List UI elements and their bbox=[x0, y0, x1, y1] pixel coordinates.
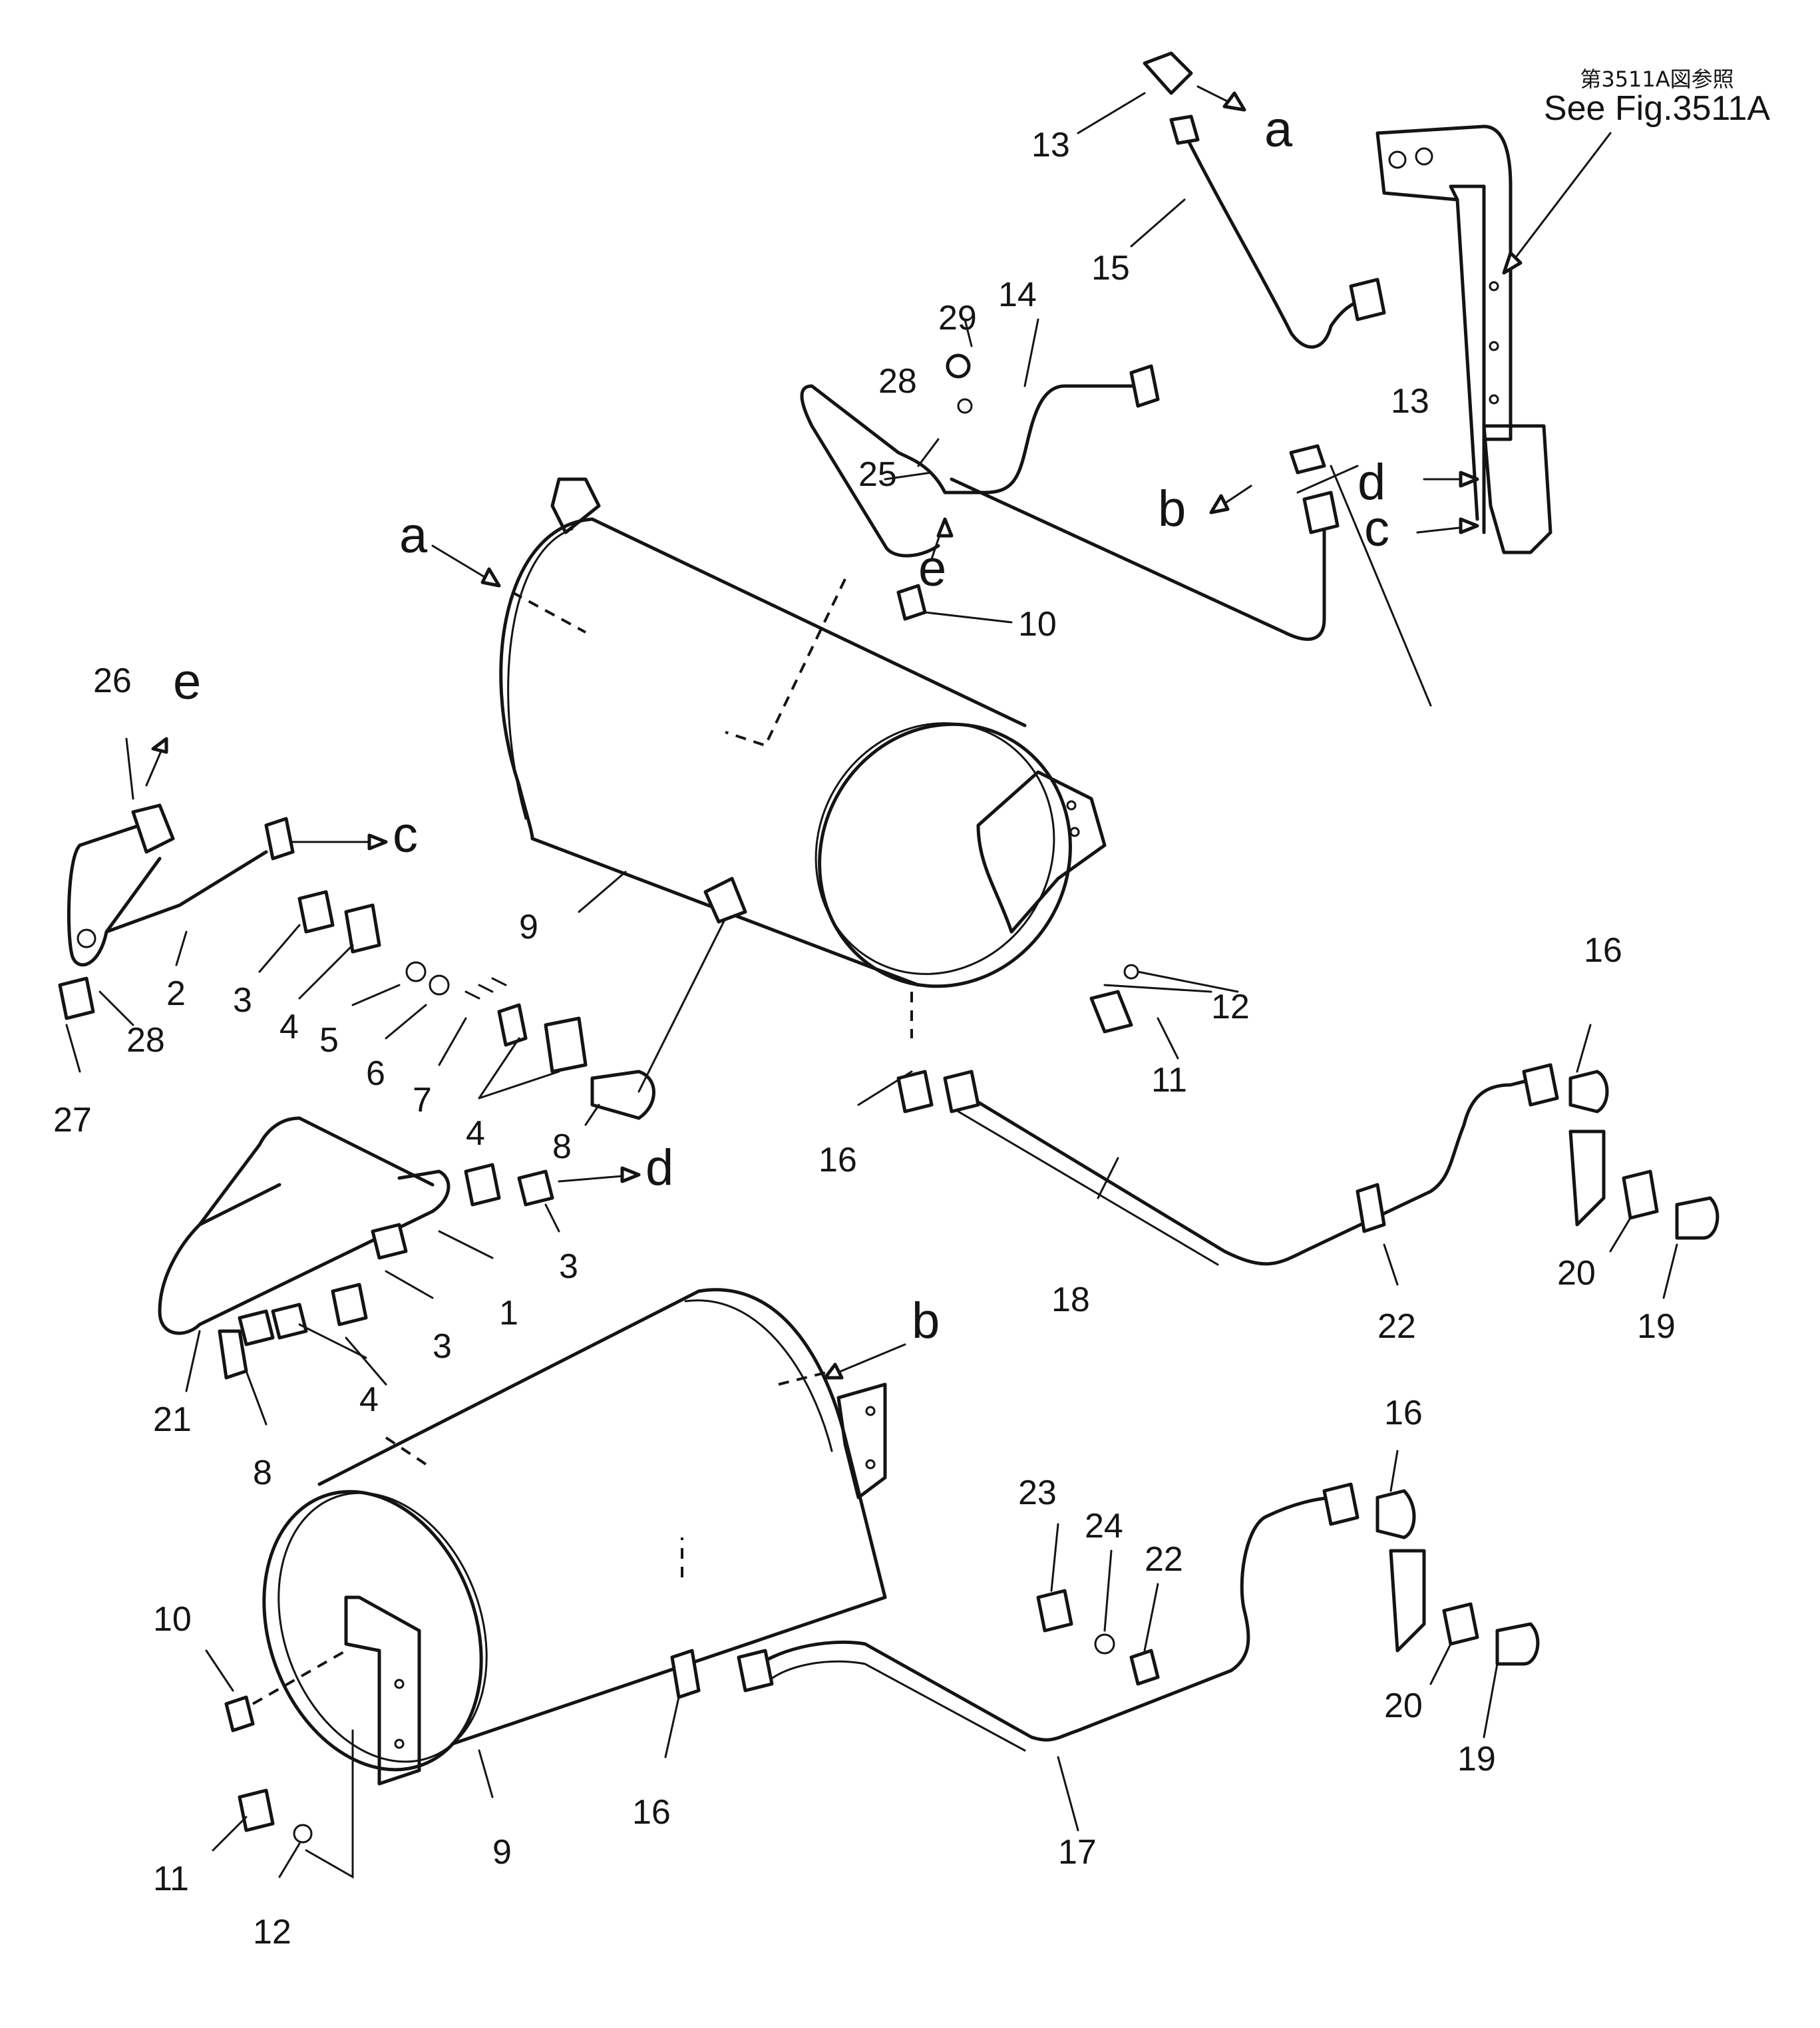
pipes bbox=[67, 131, 1539, 1752]
callout-18: 18 bbox=[1051, 1281, 1090, 1319]
callout-16: 16 bbox=[819, 1141, 857, 1179]
callout-17: 17 bbox=[1058, 1833, 1097, 1872]
callout-3: 3 bbox=[233, 981, 252, 1020]
connection-letter-e: e bbox=[173, 654, 201, 710]
lower-air-tank bbox=[252, 1288, 887, 1786]
callout-6: 6 bbox=[366, 1054, 385, 1093]
callout-1: 1 bbox=[499, 1294, 518, 1332]
connection-letter-d: d bbox=[645, 1139, 673, 1196]
connection-letter-a: a bbox=[399, 507, 428, 564]
callout-5: 5 bbox=[319, 1021, 339, 1060]
callout-16: 16 bbox=[1584, 931, 1622, 970]
callout-29: 29 bbox=[938, 299, 977, 337]
callout-25: 25 bbox=[858, 455, 897, 494]
callout-28: 28 bbox=[126, 1021, 165, 1060]
callout-22: 22 bbox=[1377, 1307, 1416, 1346]
callout-12: 12 bbox=[253, 1913, 291, 1951]
callout-14: 14 bbox=[998, 276, 1037, 314]
connection-letter-b: b bbox=[1158, 481, 1186, 537]
callout-26: 26 bbox=[93, 662, 132, 700]
callout-8: 8 bbox=[253, 1454, 272, 1492]
connection-letter-b: b bbox=[912, 1293, 940, 1349]
callout-9: 9 bbox=[492, 1833, 512, 1872]
reference-note: 第3511A図参照 See Fig.3511A bbox=[1544, 67, 1770, 128]
callout-4: 4 bbox=[279, 1008, 299, 1046]
fittings bbox=[58, 51, 1720, 1844]
leader-lines bbox=[65, 85, 1678, 1879]
callout-20: 20 bbox=[1384, 1687, 1423, 1725]
callout-9: 9 bbox=[519, 908, 538, 946]
callout-10: 10 bbox=[1018, 605, 1057, 644]
callout-11: 11 bbox=[153, 1860, 189, 1898]
callout-28: 28 bbox=[878, 362, 917, 401]
callout-23: 23 bbox=[1018, 1474, 1057, 1512]
connection-letter-c: c bbox=[393, 807, 418, 863]
callout-20: 20 bbox=[1557, 1254, 1596, 1293]
callout-11: 11 bbox=[1151, 1061, 1187, 1100]
callout-7: 7 bbox=[413, 1081, 432, 1119]
connection-letters: a a b b c c d d e e bbox=[173, 101, 1389, 1349]
callout-8: 8 bbox=[552, 1127, 572, 1166]
callout-4: 4 bbox=[359, 1380, 379, 1419]
connection-letter-a: a bbox=[1264, 101, 1293, 158]
callout-16: 16 bbox=[632, 1793, 671, 1832]
callout-10: 10 bbox=[153, 1600, 192, 1639]
callout-2: 2 bbox=[166, 974, 186, 1013]
mounting-bracket bbox=[1375, 124, 1552, 554]
reference-note-en: See Fig.3511A bbox=[1544, 89, 1770, 128]
callout-16: 16 bbox=[1384, 1394, 1423, 1432]
upper-air-tank bbox=[499, 477, 1107, 1038]
callout-3: 3 bbox=[433, 1327, 452, 1366]
callout-13: 13 bbox=[1391, 382, 1429, 421]
callout-3: 3 bbox=[559, 1247, 578, 1286]
connection-letter-d: d bbox=[1358, 454, 1385, 510]
callout-13: 13 bbox=[1031, 126, 1070, 164]
callout-21: 21 bbox=[153, 1400, 192, 1439]
part-callouts: 13 15 14 29 28 25 13 10 26 9 2 3 4 5 28 … bbox=[53, 126, 1676, 1951]
callout-24: 24 bbox=[1085, 1507, 1123, 1545]
callout-4: 4 bbox=[466, 1114, 485, 1153]
callout-15: 15 bbox=[1091, 249, 1130, 288]
callout-12: 12 bbox=[1211, 988, 1250, 1026]
callout-19: 19 bbox=[1637, 1307, 1676, 1346]
callout-19: 19 bbox=[1457, 1740, 1496, 1778]
callout-22: 22 bbox=[1145, 1540, 1183, 1579]
connection-letter-c: c bbox=[1364, 501, 1389, 557]
callout-27: 27 bbox=[53, 1101, 92, 1139]
connection-letter-e: e bbox=[918, 540, 946, 597]
reference-note-jp: 第3511A図参照 bbox=[1580, 67, 1733, 92]
